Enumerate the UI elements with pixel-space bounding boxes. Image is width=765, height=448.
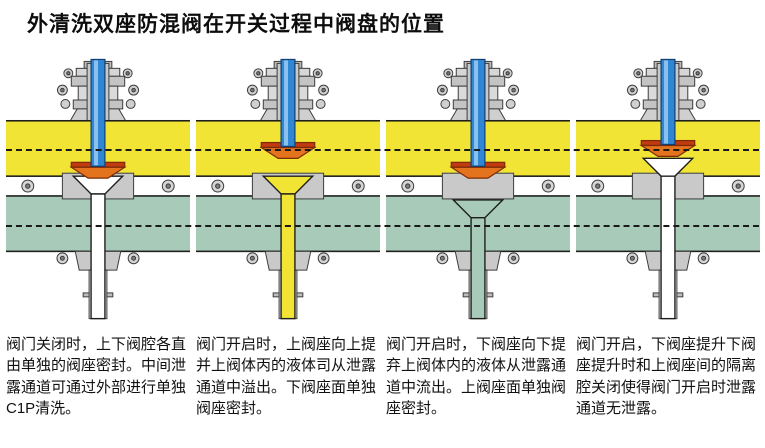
valve-stem	[280, 58, 296, 148]
bolt-icon	[250, 99, 261, 109]
panel-caption: 阀门开启，下阀座提升下阀座提升时和上阀座间的隔离腔关闭使得阀门开启时泄露通道无泄…	[576, 336, 757, 418]
panel-caption: 阀门关闭时，上下阀腔各直由单独的阀座密封。中间泄露通道可通过外部进行单独C1P清…	[6, 336, 187, 418]
valve-panels-row: 阀门关闭时，上下阀腔各直由单独的阀座密封。中间泄露通道可通过外部进行单独C1P清…	[6, 58, 760, 420]
leakage-channel	[451, 199, 505, 320]
bolt-icon	[440, 99, 451, 109]
valve-stem	[90, 58, 106, 167]
panel-caption: 阀门开启时，上阀座向上提并上阀体丙的液体司从泄露通道中溢出。下阀座面单独阀座密封…	[196, 336, 377, 418]
valve-figure-upper-seat-lifted	[196, 58, 380, 326]
valve-cross-section	[576, 58, 760, 320]
valve-stem	[660, 58, 676, 146]
bolt-icon	[505, 99, 516, 109]
valve-figure-lower-seat-lowered	[386, 58, 570, 326]
bolt-icon	[125, 99, 136, 109]
valve-panel-3: 阀门开启时，下阀座向下提弃上阀体内的液体从泄露通道中流出。上阀座面单独阀座密封。	[386, 58, 570, 420]
valve-stem	[470, 58, 486, 167]
valve-panel-4: 阀门开启，下阀座提升下阀座提升时和上阀座间的隔离腔关闭使得阀门开启时泄露通道无泄…	[576, 58, 760, 420]
valve-cross-section	[6, 58, 190, 320]
bolt-icon	[630, 99, 641, 109]
bolt-icon	[60, 99, 71, 109]
valve-figure-valve-closed	[6, 58, 190, 326]
panel-caption: 阀门开启时，下阀座向下提弃上阀体内的液体从泄露通道中流出。上阀座面单独阀座密封。	[386, 336, 567, 418]
bolt-icon	[315, 99, 326, 109]
valve-cross-section	[196, 58, 380, 320]
mid-valve-body	[401, 172, 555, 200]
valve-panel-2: 阀门开启时，上阀座向上提并上阀体丙的液体司从泄露通道中溢出。下阀座面单独阀座密封…	[196, 58, 380, 420]
leakage-channel	[641, 157, 695, 320]
valve-figure-valve-fully-open	[576, 58, 760, 326]
bolt-icon	[695, 99, 706, 109]
valve-panel-1: 阀门关闭时，上下阀腔各直由单独的阀座密封。中间泄露通道可通过外部进行单独C1P清…	[6, 58, 190, 420]
valve-cross-section	[386, 58, 570, 320]
page-title: 外清洗双座防混阀在开关过程中阀盘的位置	[27, 13, 445, 36]
